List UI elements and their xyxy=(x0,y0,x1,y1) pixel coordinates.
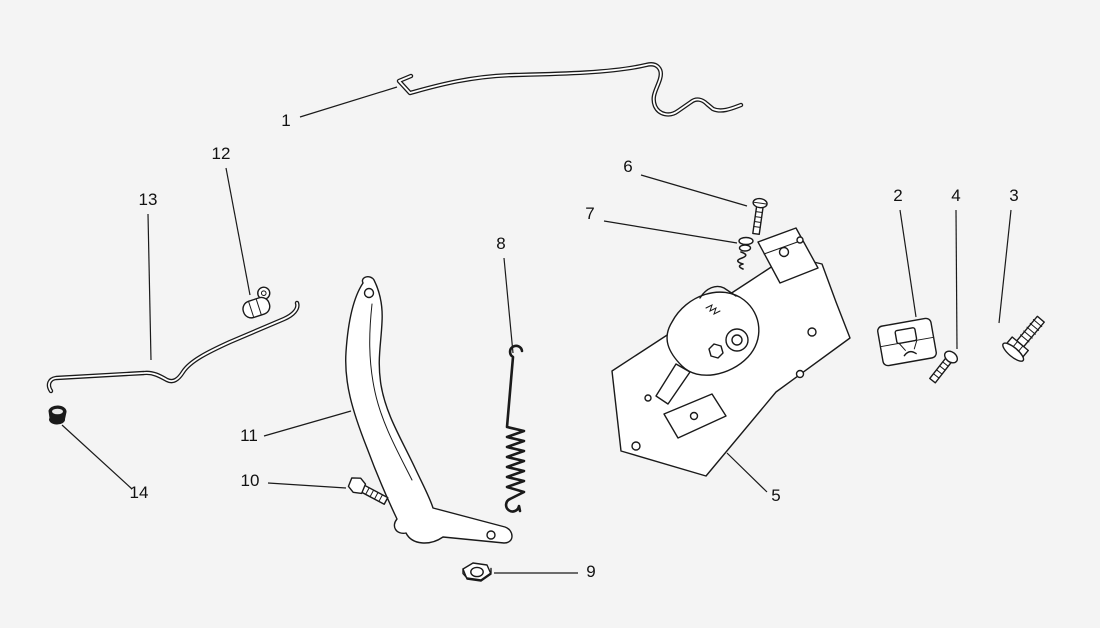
leader-12 xyxy=(225,167,251,296)
part-14-cap xyxy=(48,405,67,425)
callout-3: 3 xyxy=(1009,186,1018,205)
callout-6: 6 xyxy=(623,157,632,176)
leader-10 xyxy=(267,482,347,489)
part-13-choke-rod xyxy=(46,300,300,394)
part-1-control-rod xyxy=(396,62,744,117)
callout-14: 14 xyxy=(130,483,149,502)
part-2-clip xyxy=(877,317,937,367)
part-8-spring xyxy=(504,344,526,513)
part-10-bolt xyxy=(347,477,389,505)
callout-labels: 1 12 13 6 7 8 2 4 3 11 10 14 9 5 xyxy=(130,111,1019,581)
part-5-bracket-assembly xyxy=(611,227,851,477)
part-7-washer-spring xyxy=(736,236,754,270)
leader-11 xyxy=(263,410,352,437)
leader-2 xyxy=(899,209,917,318)
callout-11: 11 xyxy=(240,426,258,445)
leader-4 xyxy=(955,209,958,350)
callout-8: 8 xyxy=(496,234,505,253)
callout-9: 9 xyxy=(586,562,595,581)
callout-10: 10 xyxy=(241,471,260,490)
part-3-flange-bolt xyxy=(1002,315,1045,362)
leader-5 xyxy=(726,452,768,493)
callout-13: 13 xyxy=(139,190,158,209)
leader-3 xyxy=(998,209,1012,324)
part-6-screw xyxy=(752,197,768,236)
leader-lines xyxy=(61,86,1012,574)
leader-14 xyxy=(61,424,133,490)
leader-7 xyxy=(603,220,738,244)
leader-1 xyxy=(299,86,398,118)
leader-6 xyxy=(640,174,748,207)
callout-4: 4 xyxy=(951,186,960,205)
callout-2: 2 xyxy=(893,186,902,205)
leader-13 xyxy=(147,213,152,361)
part-4-screw xyxy=(929,350,959,384)
callout-5: 5 xyxy=(771,486,780,505)
part-9-nut xyxy=(462,562,492,582)
callout-7: 7 xyxy=(585,204,594,223)
callout-1: 1 xyxy=(281,111,290,130)
leader-8 xyxy=(503,257,514,354)
part-12-clamp xyxy=(242,286,271,319)
part-11-lever xyxy=(345,276,513,544)
callout-12: 12 xyxy=(212,144,231,163)
